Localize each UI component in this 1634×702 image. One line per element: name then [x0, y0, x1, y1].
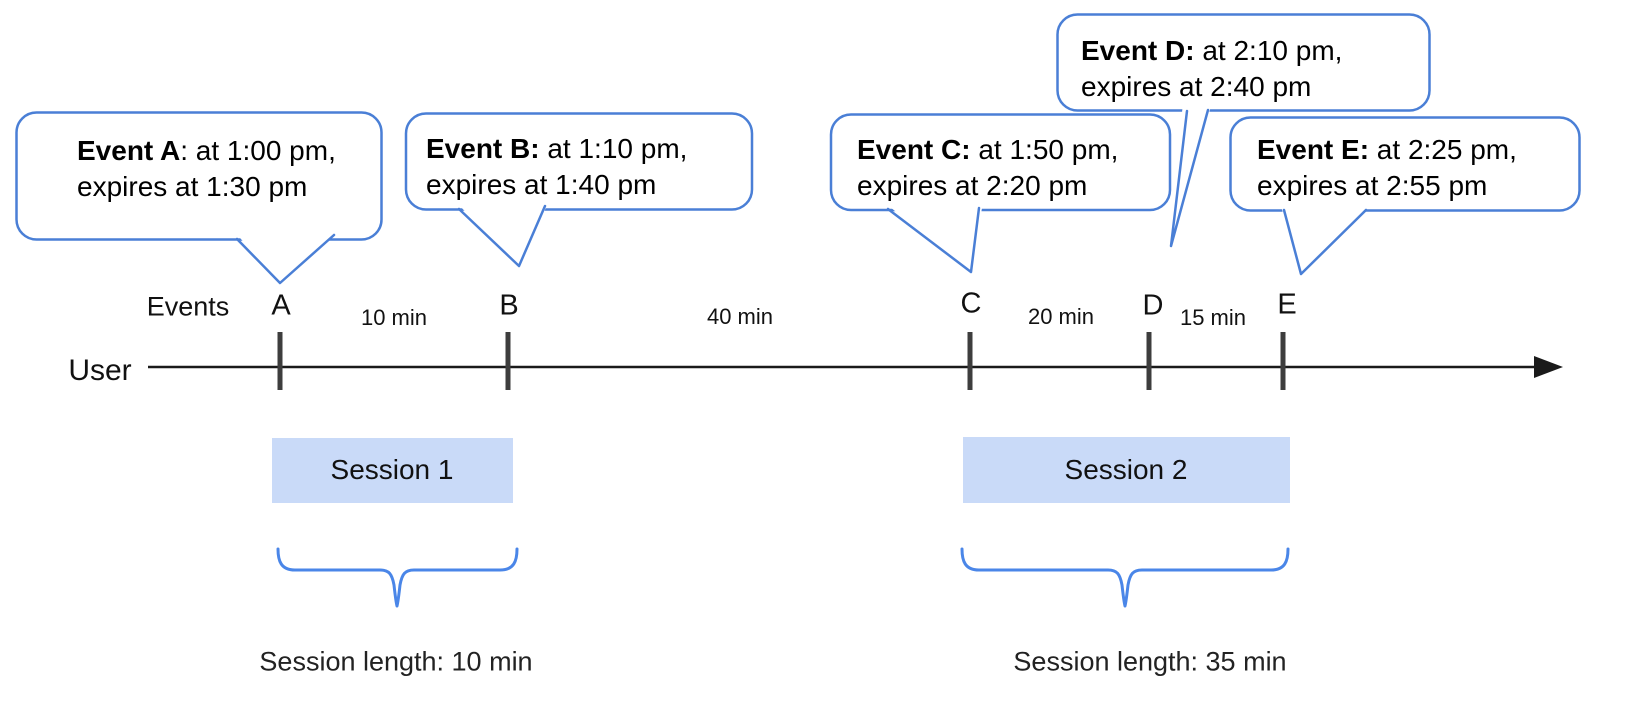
event-letter-d: D	[1142, 289, 1164, 322]
bubble-e-line1: Event E: at 2:25 pm,	[1257, 132, 1517, 168]
tick-event-e	[1280, 332, 1286, 390]
bubble-c-title: Event C:	[857, 134, 971, 165]
event-letter-c: C	[960, 287, 982, 320]
bubble-c-time: at 1:50 pm,	[970, 134, 1119, 165]
tick-event-c	[967, 332, 973, 390]
event-letter-a: A	[271, 289, 291, 322]
bubble-b-tail-fill	[455, 201, 549, 267]
bubble-a-title: Event A	[77, 135, 181, 166]
bubble-d-tail	[1169, 108, 1210, 248]
bubble-c-body	[829, 113, 1172, 212]
bubble-e-text: Event E: at 2:25 pm, expires at 2:55 pm	[1257, 132, 1517, 204]
user-axis-label: User	[68, 354, 132, 387]
bubble-a-text: Event A: at 1:00 pm, expires at 1:30 pm	[77, 133, 336, 205]
interval-label-b-c: 40 min	[706, 304, 774, 329]
event-letter-e: E	[1277, 288, 1297, 321]
bubble-e-time: at 2:25 pm,	[1369, 134, 1517, 165]
bubble-b-time: at 1:10 pm,	[539, 133, 688, 164]
timeline-axis	[148, 356, 1563, 378]
bubble-d-text: Event D: at 2:10 pm, expires at 2:40 pm	[1081, 33, 1342, 105]
bubble-c-line2: expires at 2:20 pm	[857, 170, 1088, 201]
bubble-b-line2: expires at 1:40 pm	[426, 169, 657, 200]
bubble-c-tail	[886, 206, 981, 274]
session-2-bar	[963, 437, 1290, 503]
event-letter-b: B	[499, 289, 519, 322]
bubble-b-title: Event B:	[426, 133, 540, 164]
interval-label-d-e: 15 min	[1179, 305, 1247, 330]
timeline-arrowhead-icon	[1534, 356, 1563, 378]
events-axis-label: Events	[146, 291, 230, 322]
speech-bubble-event-d	[1056, 13, 1431, 248]
event-ticks	[277, 332, 1286, 390]
bubble-a-line2: expires at 1:30 pm	[77, 171, 308, 202]
bubble-e-tail-fill	[1280, 203, 1371, 275]
bubble-b-text: Event B: at 1:10 pm, expires at 1:40 pm	[426, 131, 687, 203]
session-2-brace	[960, 547, 1290, 608]
bubble-a-time: : at 1:00 pm,	[180, 135, 336, 166]
bubble-a-tail	[235, 233, 336, 285]
speech-bubble-event-b	[404, 112, 754, 268]
speech-bubble-event-a	[15, 111, 383, 285]
bubble-c-tail-fill	[884, 202, 983, 273]
bubble-a-tail-fill	[234, 231, 338, 284]
bubble-d-time: at 2:10 pm,	[1194, 35, 1343, 66]
bubble-a-line1: Event A: at 1:00 pm,	[77, 133, 336, 169]
bubble-b-body	[404, 112, 754, 211]
bubble-d-body	[1056, 13, 1431, 112]
tick-event-a	[277, 332, 283, 390]
bubble-e-body	[1229, 116, 1581, 212]
bubble-a-body	[15, 111, 383, 241]
session-2-length-label: Session length: 35 min	[1013, 646, 1287, 677]
interval-label-c-d: 20 min	[1027, 304, 1095, 329]
bubble-e-tail	[1282, 208, 1368, 276]
session-2-label: Session 2	[1064, 454, 1188, 485]
bubble-e-title: Event E:	[1257, 134, 1370, 165]
bubble-c-line1: Event C: at 1:50 pm,	[857, 132, 1118, 168]
bubble-d-line1: Event D: at 2:10 pm,	[1081, 33, 1342, 69]
bubble-b-tail	[457, 204, 547, 268]
session-1-label: Session 1	[330, 454, 454, 485]
speech-bubble-event-e	[1229, 116, 1581, 276]
interval-label-a-b: 10 min	[360, 305, 428, 330]
session-1-bar	[272, 438, 513, 503]
session-1-brace	[276, 547, 519, 608]
bubble-d-line2: expires at 2:40 pm	[1081, 71, 1312, 102]
bubble-b-line1: Event B: at 1:10 pm,	[426, 131, 687, 167]
speech-bubble-event-c	[829, 113, 1172, 274]
tick-event-b	[505, 332, 511, 390]
bubble-c-text: Event C: at 1:50 pm, expires at 2:20 pm	[857, 132, 1118, 204]
bubble-e-line2: expires at 2:55 pm	[1257, 170, 1488, 201]
bubble-d-title: Event D:	[1081, 35, 1195, 66]
session-1-length-label: Session length: 10 min	[259, 646, 533, 677]
tick-event-d	[1146, 332, 1152, 390]
